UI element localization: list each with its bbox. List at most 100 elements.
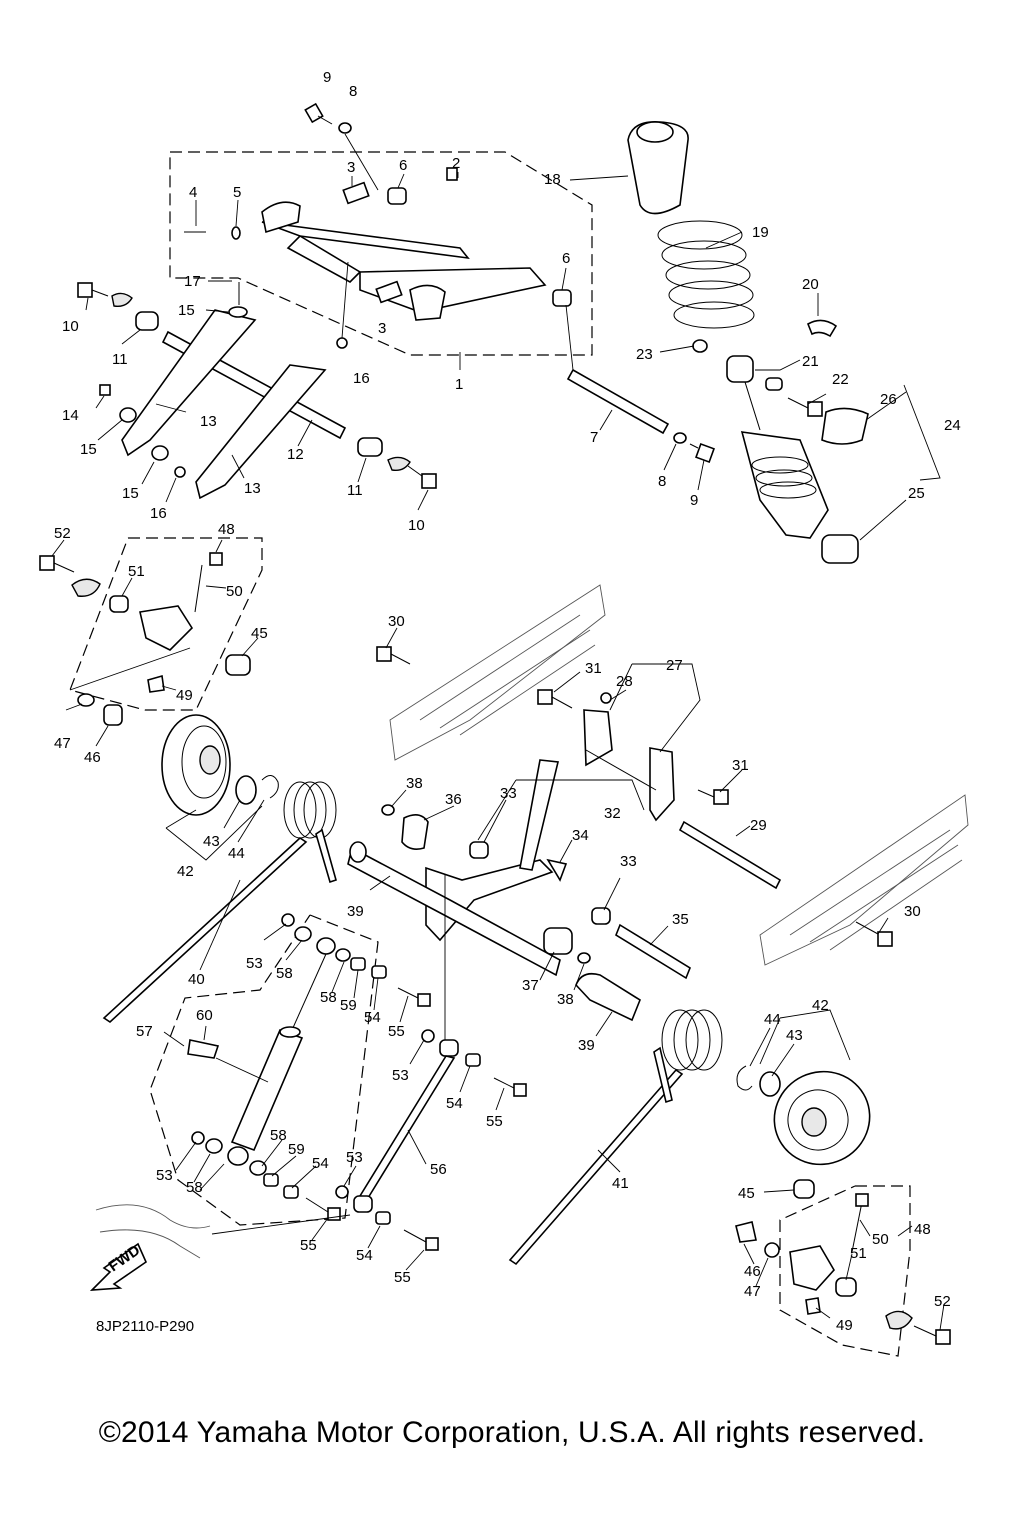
fwd-indicator: FWD [89,1204,211,1291]
cross-shaft-assembly [77,261,437,500]
callout: 1 [455,376,463,393]
shock-eye-upper [316,937,336,955]
arm-crossbar-upper [261,221,470,260]
callout: 19 [752,224,769,241]
callout: 26 [880,391,897,408]
shock-rod-front [291,953,327,1031]
callout: 33 [620,853,637,870]
callout: 58 [186,1179,203,1196]
nut-16-upper [336,337,348,349]
shock-rod [744,381,761,431]
cap-right [387,456,411,472]
callout: 41 [612,1175,629,1192]
grease-nipple-34 [546,858,568,882]
callout: 44 [228,845,245,862]
callout: 40 [188,971,205,988]
rear-shock-assembly [627,121,941,564]
cap-upper [71,578,101,597]
slide-rail-left [389,584,606,761]
callout: 16 [150,505,167,522]
callout: 25 [908,485,925,502]
wheel-outer [161,714,231,816]
bushing-58-c [205,1138,223,1154]
idler-assembly-outline-upper [69,537,263,711]
bolt-52-lower [913,1325,951,1345]
callout: 52 [54,525,71,542]
callout: 59 [340,997,357,1014]
callout: 11 [347,482,363,499]
bearing-43-lower [759,1071,781,1097]
callout: 47 [744,1283,761,1300]
idler-wheel-42-lower [736,1065,871,1166]
callout: 55 [388,1023,405,1040]
idler-assembly-outline-lower [779,1185,911,1357]
callout: 59 [288,1141,305,1158]
cap-left [111,292,133,308]
callout: 44 [764,1011,781,1028]
bolt-50-lower [851,1201,863,1253]
callout: 52 [934,1293,951,1310]
circlip-44-lower [736,1065,753,1091]
bolt-48-head-lower [855,1193,869,1207]
callout: 53 [156,1167,173,1184]
leader-lines [51,172,945,1331]
rear-arm-shaft-39 [347,846,561,977]
nut-53-d [335,1185,349,1199]
spacer-45-upper [225,654,251,676]
callout: 14 [62,407,79,424]
collar-33-right [591,907,611,925]
arm-13-left [121,309,257,457]
callout: 18 [544,171,561,188]
callout: 39 [578,1037,595,1054]
callout: 58 [320,989,337,1006]
nut-53-b [191,1131,205,1145]
bolt-10-left [77,282,109,298]
callout: 32 [604,805,621,822]
group-outlines [69,151,911,1357]
arm-13-right [195,364,327,500]
protector-26 [821,407,869,445]
shock-eye-top [726,355,754,383]
callout: 53 [392,1067,409,1084]
bushing-58-a [294,926,312,942]
callout: 15 [80,441,97,458]
callout: 45 [738,1185,755,1202]
callout: 54 [356,1247,373,1264]
shaft-35 [615,923,691,980]
bolt-9-lower [689,443,715,463]
callout: 6 [399,157,407,174]
callout: 30 [388,613,405,630]
bolt-52-upper [39,555,75,573]
slide-rail-right [759,794,969,966]
callout: 38 [406,775,423,792]
callout: 11 [112,351,128,368]
callout: 3 [378,320,386,337]
callout: 56 [430,1161,447,1178]
callout: 55 [300,1237,317,1254]
callout: 54 [312,1155,329,1172]
rear-arm-32 [425,859,554,942]
stopper-bracket-27-left [583,709,613,767]
collar-11-left [135,311,159,331]
callout: 50 [226,583,243,600]
callout: 12 [287,446,304,463]
bushing-58-d [249,1160,267,1176]
bolt-55-a [397,987,431,1007]
callout: 60 [196,1007,213,1024]
clip-5 [231,226,241,240]
callout: 49 [836,1317,853,1334]
front-arm-assembly [184,102,715,463]
collar-11-right [357,437,383,457]
bolt-55-d [403,1229,439,1251]
shock-assembly-outline [149,914,379,1226]
collar-54-c [465,1053,481,1067]
bushing-3-lower [375,280,403,304]
idler-assembly-upper [39,552,251,726]
collar-33-left [469,841,489,859]
bushing-39-lower [575,972,641,1022]
slide-rail-frames [389,584,969,966]
collar-21 [765,377,783,391]
cap-lower [885,1310,913,1330]
nut-23 [692,339,708,353]
washer-47-upper [77,693,95,707]
